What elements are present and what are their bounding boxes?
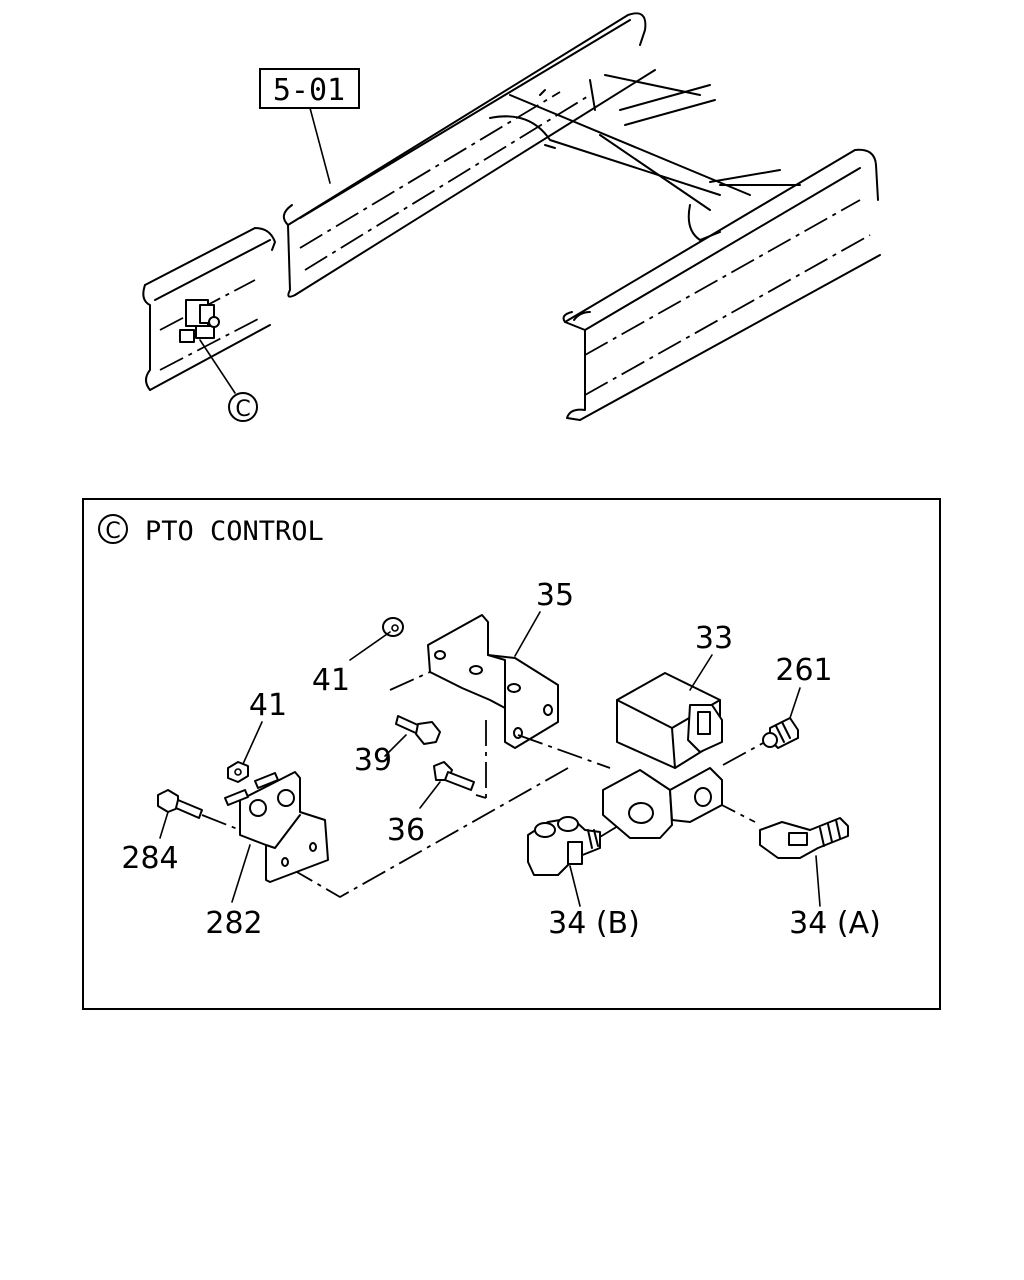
part-label-36[interactable]: 36 [387,813,425,848]
part-label-34a[interactable]: 34 (A) [789,906,881,941]
part-label-284[interactable]: 284 [121,841,178,876]
detail-panel-border [82,498,941,1010]
bracket-282[interactable] [239,771,329,883]
frame-reference-box[interactable] [259,68,360,109]
nut-41-lower[interactable] [224,761,279,806]
chassis-frame-view: 5-01 [142,12,881,422]
part-label-261[interactable]: 261 [775,653,832,688]
frame-reference-label: 5-01 [273,73,345,108]
detail-marker-label: C [235,397,250,422]
detail-panel: C PTO CONTROL [82,498,941,1010]
elbow-fitting-34a[interactable] [759,817,849,859]
part-label-34b[interactable]: 34 (B) [548,906,640,941]
part-label-41-lower[interactable]: 41 [249,688,287,723]
pto-valve-location-icon [179,299,220,343]
part-label-39[interactable]: 39 [354,743,392,778]
bolt-36[interactable] [433,761,475,791]
detail-title: PTO CONTROL [145,516,324,547]
part-label-33[interactable]: 33 [695,621,733,656]
bracket-35[interactable] [427,614,559,749]
detail-title-marker-circle [98,514,128,544]
elbow-fitting-34b[interactable] [527,816,601,876]
bolt-39[interactable] [395,715,441,745]
plug-261[interactable] [762,717,799,749]
bolt-284[interactable] [157,789,241,831]
part-label-35[interactable]: 35 [536,578,574,613]
detail-marker-circle[interactable] [228,392,258,422]
part-label-41-upper[interactable]: 41 [312,663,350,698]
nut-41-upper[interactable] [382,617,404,637]
part-label-282[interactable]: 282 [205,906,262,941]
leader-lines [159,611,821,907]
part-labels: 35 33 261 41 41 39 36 284 282 34 (B) 34 … [121,578,880,941]
detail-title-marker-label: C [105,519,120,544]
valve-33[interactable] [602,672,723,839]
